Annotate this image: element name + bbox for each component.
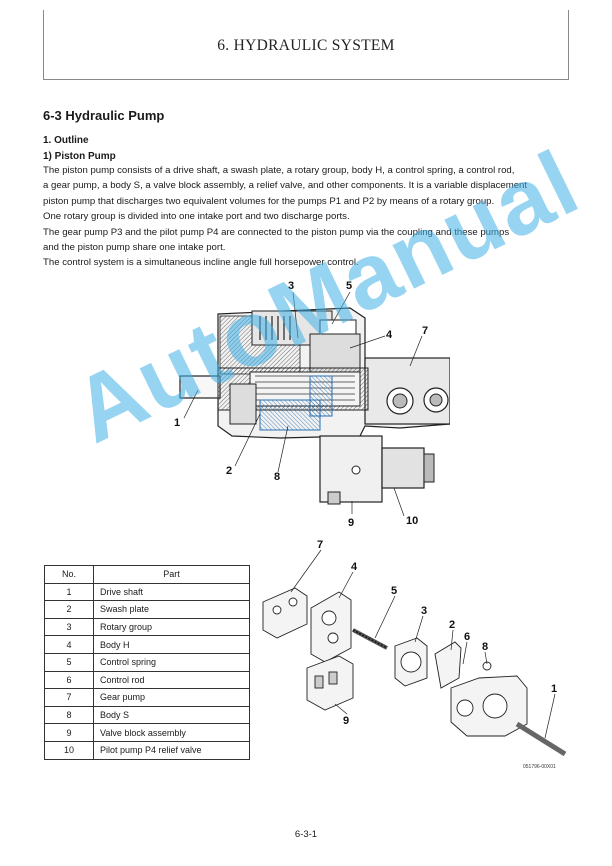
part-number: 10 (44, 740, 94, 760)
callout-label: 2 (449, 619, 455, 631)
callout-label: 6 (464, 631, 470, 643)
callout-label: 2 (226, 465, 232, 477)
callout-label: 7 (317, 539, 323, 551)
part-number: 6 (44, 670, 94, 690)
callout-label: 3 (288, 280, 294, 292)
pump-exploded-view-diagram: 7 4 5 3 2 6 8 1 9 051796-00X01 (262, 539, 567, 770)
paragraph-line: and the piston pump share one intake por… (43, 242, 226, 254)
table-header-row: No. Part (44, 565, 250, 584)
callout-label: 4 (351, 561, 358, 573)
outline-heading: 1. Outline (43, 135, 89, 146)
callout-label: 8 (482, 641, 488, 653)
callout-label: 4 (386, 329, 393, 341)
part-name: Drive shaft (93, 582, 250, 602)
part-name: Swash plate (93, 600, 250, 619)
part-number: 4 (44, 635, 94, 654)
callout-label: 5 (346, 280, 352, 292)
part-number: 8 (44, 705, 94, 725)
paragraph-line: The piston pump consists of a drive shaf… (43, 165, 515, 176)
part-name: Gear pump (93, 688, 250, 707)
callout-label: 9 (343, 715, 349, 727)
part-name: Rotary group (93, 617, 250, 637)
paragraph-line: One rotary group is divided into one int… (43, 211, 350, 223)
part-number: 3 (44, 617, 94, 637)
part-name: Pilot pump P4 relief valve (93, 740, 250, 760)
exploded-parts (262, 587, 567, 757)
piston-pump-heading: 1) Piston Pump (43, 151, 116, 162)
chapter-header: 6. HYDRAULIC SYSTEM (43, 10, 569, 80)
paragraph-line: The gear pump P3 and the pilot pump P4 a… (43, 226, 510, 238)
part-number: 7 (44, 688, 94, 707)
body-text: The piston pump consists of a drive shaf… (43, 163, 583, 271)
page-number: 6-3-1 (294, 829, 318, 840)
part-name: Body H (93, 635, 250, 654)
leader-lines (290, 549, 556, 739)
callout-label: 5 (391, 585, 397, 597)
chapter-title: 6. HYDRAULIC SYSTEM (217, 37, 395, 54)
paragraph-line: a gear pump, a body S, a valve block ass… (43, 180, 528, 192)
part-name: Control spring (93, 652, 250, 672)
callout-label: 1 (551, 683, 557, 695)
column-header-part: Part (93, 565, 250, 584)
part-number: 9 (44, 723, 94, 742)
figure-code: 051796-00X01 (523, 764, 556, 770)
leader-lines (183, 291, 423, 517)
column-header-no: No. (44, 565, 94, 584)
callout-label: 3 (421, 605, 427, 617)
paragraph-line: The control system is a simultaneous inc… (43, 257, 359, 269)
callout-label: 10 (406, 515, 418, 527)
pump-housing (179, 307, 450, 439)
part-number: 5 (44, 652, 94, 672)
valve-block (319, 435, 435, 505)
part-name: Control rod (93, 670, 250, 690)
part-number: 2 (44, 600, 94, 619)
callout-label: 7 (422, 325, 428, 337)
section-title: 6-3 Hydraulic Pump (43, 108, 165, 123)
part-number: 1 (44, 582, 94, 602)
part-name: Valve block assembly (93, 723, 250, 742)
callout-label: 1 (174, 417, 180, 429)
pump-cross-section-diagram: 3 5 4 7 1 2 8 9 10 (174, 280, 450, 529)
paragraph-line: piston pump that discharges two equivale… (43, 195, 495, 207)
callout-label: 8 (274, 471, 280, 483)
callout-label: 9 (348, 517, 354, 529)
part-name: Body S (93, 705, 250, 725)
